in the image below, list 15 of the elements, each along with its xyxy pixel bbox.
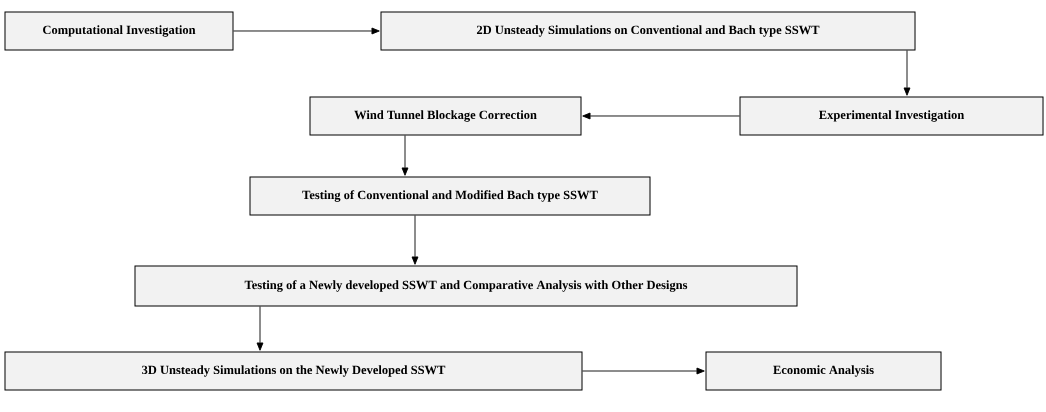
process-box: Testing of a Newly developed SSWT and Comparative Analysis with Other Designs xyxy=(134,265,798,307)
arrow xyxy=(582,112,740,120)
process-box: Computational Investigation xyxy=(4,11,234,51)
arrow xyxy=(903,50,911,96)
arrow xyxy=(256,306,264,351)
process-box: 3D Unsteady Simulations on the Newly Developed SSWT xyxy=(4,351,583,391)
process-box: Wind Tunnel Blockage Correction xyxy=(309,96,582,136)
arrow xyxy=(233,27,380,35)
arrow xyxy=(401,135,409,176)
process-box: Economic Analysis xyxy=(705,351,942,391)
process-box: Experimental Investigation xyxy=(739,96,1044,136)
arrow xyxy=(582,367,705,375)
process-box: Testing of Conventional and Modified Bach type SSWT xyxy=(249,176,651,216)
arrow xyxy=(411,215,419,265)
process-box: 2D Unsteady Simulations on Conventional and Bach type SSWT xyxy=(380,11,916,51)
